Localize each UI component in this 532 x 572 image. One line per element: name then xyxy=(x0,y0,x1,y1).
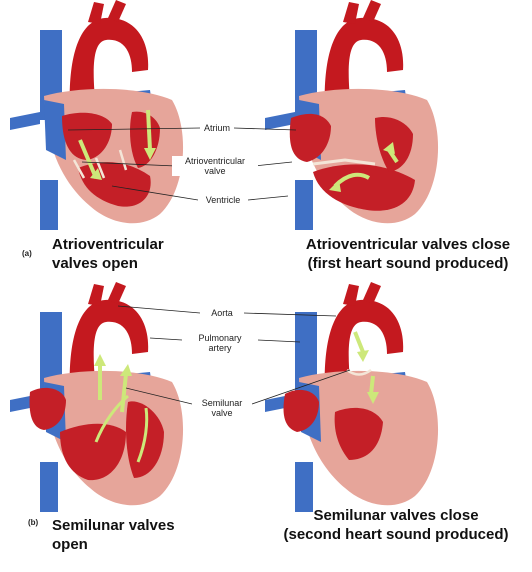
caption-semilunar-close-line1: Semilunar valves close xyxy=(313,507,479,524)
label-semilunar-valve: Semilunar valve xyxy=(192,398,252,418)
leaders-top xyxy=(67,127,297,201)
caption-av-open-line1: Atrioventricular xyxy=(52,236,164,253)
flow-arrow-head xyxy=(94,354,106,366)
flow-arrow xyxy=(120,373,128,413)
heart-semilunar-close xyxy=(265,282,439,512)
flow-arrow xyxy=(353,331,365,353)
caption-av-open-line2: valves open xyxy=(52,255,138,272)
label-av-valve-line1: Atrioventricular xyxy=(184,156,246,166)
flow-arrow-head xyxy=(357,350,369,362)
caption-av-close-line2: (first heart sound produced) xyxy=(307,255,509,272)
flow-arrow-head xyxy=(367,392,379,404)
label-semilunar-line1: Semilunar xyxy=(201,398,243,408)
caption-semilunar-open: Semilunar valves open xyxy=(52,516,202,554)
flow-arrow xyxy=(78,139,98,179)
label-av-valve-line2: valve xyxy=(204,166,226,176)
label-aorta: Aorta xyxy=(200,308,244,318)
caption-semilunar-open-line2: open xyxy=(52,536,88,553)
panel-tag-b: (b) xyxy=(28,518,39,527)
caption-av-close: Atrioventricular valves close (first hea… xyxy=(290,235,526,273)
heart-semilunar-open xyxy=(10,282,184,512)
label-ventricle: Ventricle xyxy=(198,195,248,205)
label-atrium: Atrium xyxy=(200,123,234,133)
flow-arrow-head xyxy=(329,180,341,192)
label-pulmonary-line1: Pulmonary xyxy=(198,333,242,343)
caption-av-close-line1: Atrioventricular valves close xyxy=(305,236,511,253)
caption-semilunar-close: Semilunar valves close (second heart sou… xyxy=(268,506,524,544)
flow-arrow-head xyxy=(144,148,156,160)
panel-tag-a: (a) xyxy=(22,249,32,258)
flow-arrow-head xyxy=(383,142,395,154)
flow-arrow-head xyxy=(90,168,102,180)
heart-av-close xyxy=(265,0,439,230)
label-pulmonary-artery: Pulmonary artery xyxy=(182,333,258,353)
label-semilunar-line2: valve xyxy=(211,408,233,418)
caption-av-open: Atrioventricular valves open xyxy=(52,235,212,273)
caption-semilunar-open-line1: Semilunar valves xyxy=(52,517,175,534)
label-pulmonary-line2: artery xyxy=(208,343,232,353)
flow-arrow-head xyxy=(120,364,132,376)
flow-arrow xyxy=(369,375,375,395)
flow-arrow xyxy=(146,109,152,151)
heart-av-open xyxy=(10,0,184,230)
leaders-bottom xyxy=(117,305,351,405)
caption-semilunar-close-line2: (second heart sound produced) xyxy=(283,526,509,543)
label-av-valve: Atrioventricular valve xyxy=(172,156,258,176)
